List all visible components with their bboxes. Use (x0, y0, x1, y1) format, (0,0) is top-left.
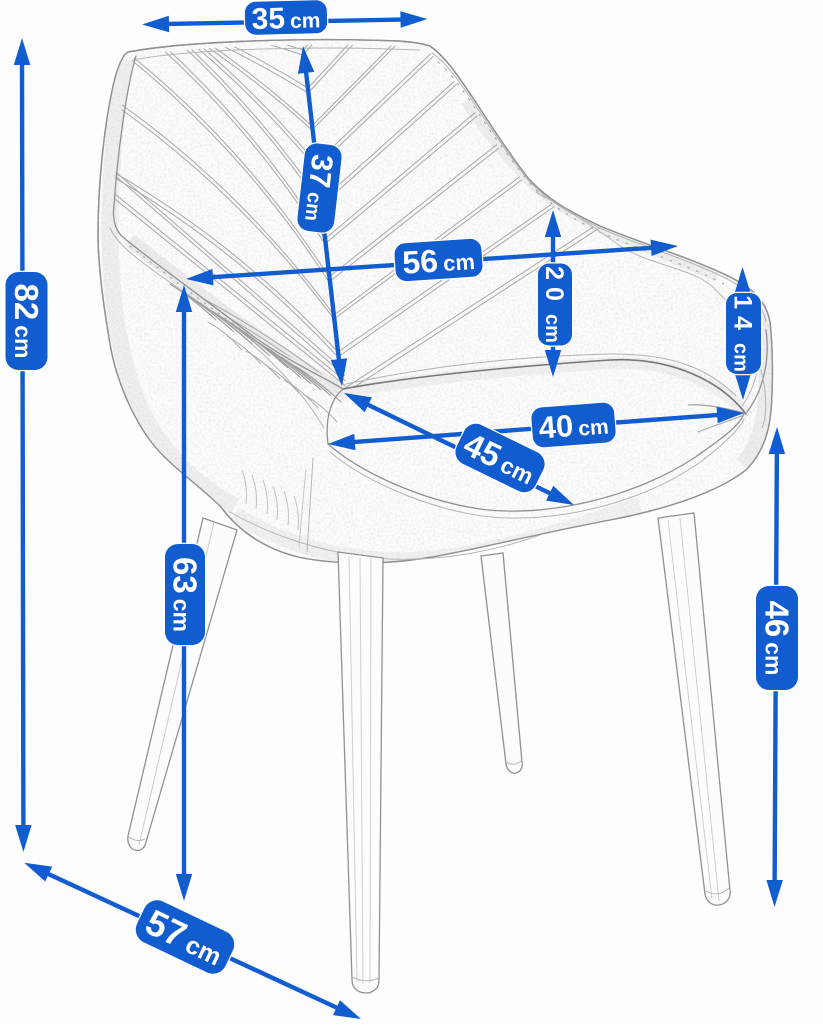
svg-text:14cm: 14cm (729, 295, 757, 372)
svg-text:20cm: 20cm (540, 266, 568, 343)
